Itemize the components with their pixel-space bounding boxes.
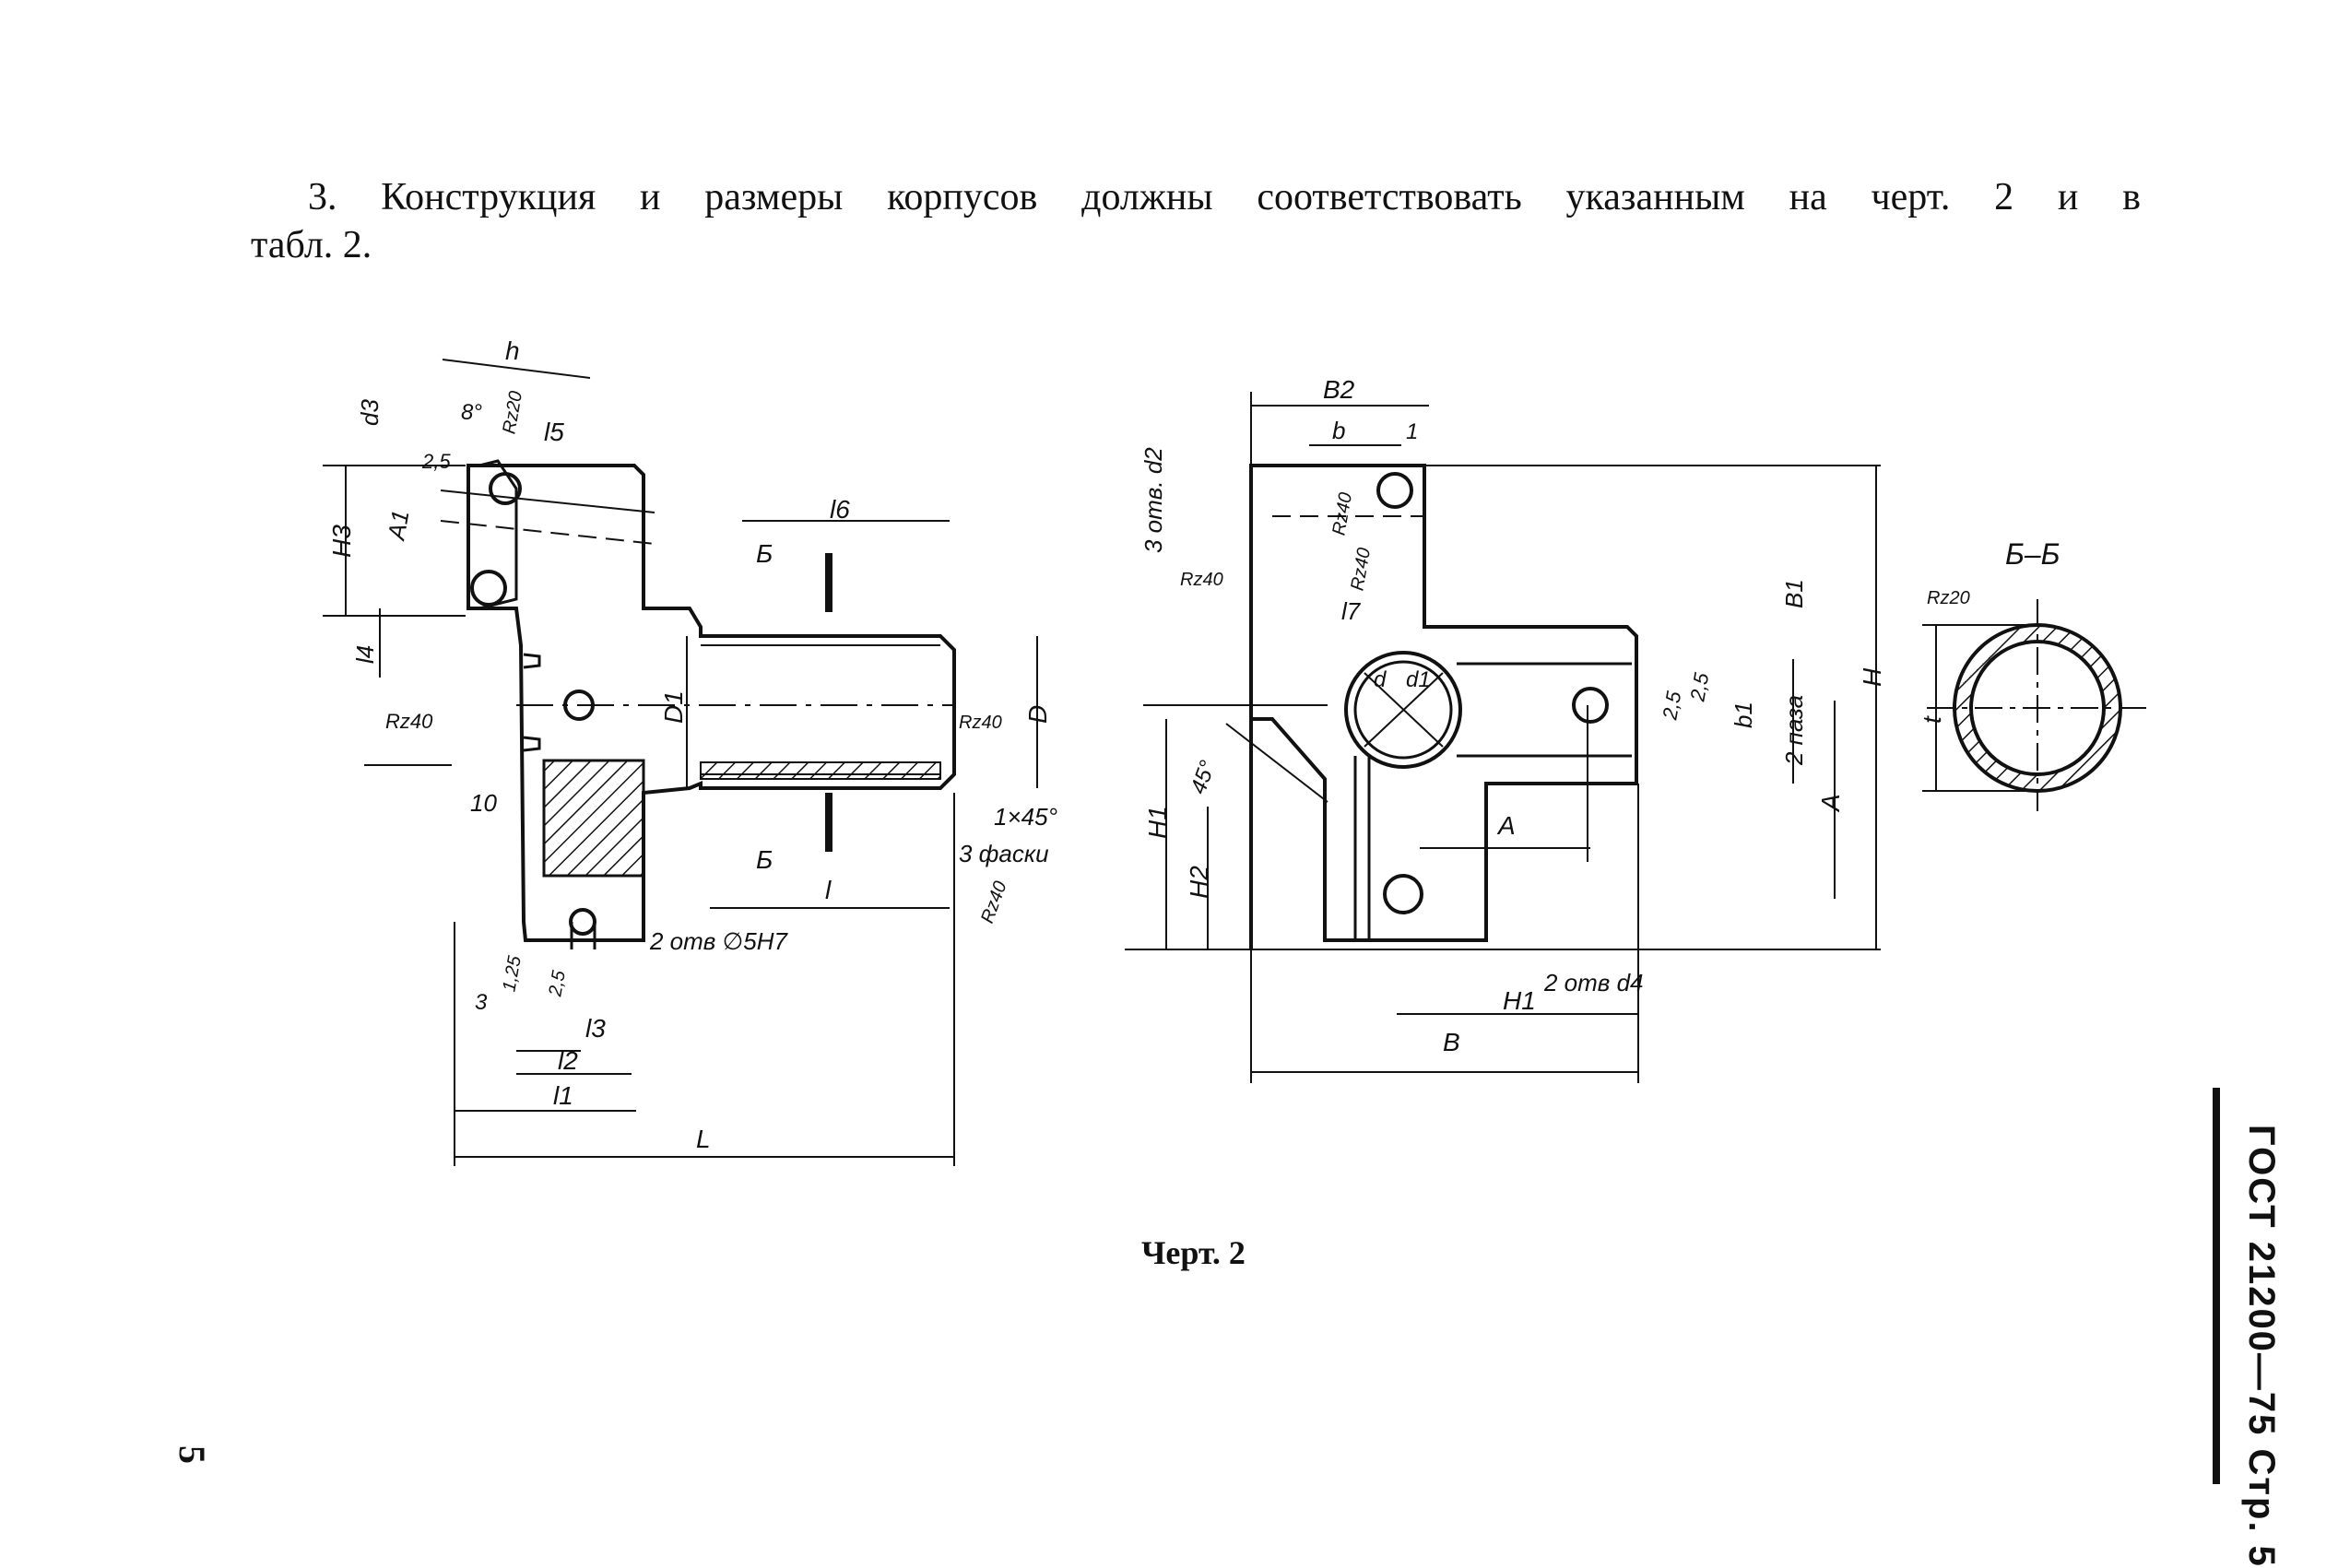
label-125: 1,25 xyxy=(499,953,525,993)
label-H1-bottom: H1 xyxy=(1503,986,1536,1015)
label-25-r1: 2,5 xyxy=(1658,689,1685,722)
label-A1: A1 xyxy=(382,508,414,544)
label-l7: l7 xyxy=(1341,597,1362,625)
label-l1: l1 xyxy=(553,1081,573,1110)
label-d1: d1 xyxy=(1406,667,1431,692)
label-D1: D1 xyxy=(659,690,688,724)
label-H3: H3 xyxy=(327,525,356,558)
label-l3: l3 xyxy=(585,1014,606,1043)
label-B1: B1 xyxy=(1780,579,1808,608)
right-view xyxy=(1249,464,1638,949)
paragraph-line-2: табл. 2. xyxy=(251,224,372,266)
label-25-bottom: 2,5 xyxy=(545,968,570,998)
label-45deg: 45° xyxy=(1186,757,1221,797)
side-header: ГОСТ 21200—75 Стр. 5 xyxy=(2241,1125,2282,1568)
label-chamfer: 1×45° xyxy=(994,803,1057,831)
label-L: L xyxy=(696,1125,711,1153)
label-H1-left: H1 xyxy=(1143,806,1172,839)
side-rule xyxy=(2213,1088,2257,1484)
label-rz40-r1: Rz40 xyxy=(1328,491,1356,537)
label-2holes-d4: 2 отв d4 xyxy=(1543,969,1644,996)
label-H: H xyxy=(1858,667,1886,687)
label-A-right: A xyxy=(1816,794,1845,813)
label-rz20-section: Rz20 xyxy=(1927,588,1970,608)
left-view xyxy=(440,459,956,949)
label-1: 1 xyxy=(1406,419,1418,444)
paragraph: 3. Конструкция и размеры корпусов должны… xyxy=(251,173,2141,269)
label-2-grooves: 2 паза xyxy=(1780,695,1808,766)
label-B2: B2 xyxy=(1323,375,1355,404)
label-rz40-r2: Rz40 xyxy=(1180,570,1223,590)
left-hatched-tube xyxy=(700,761,941,780)
label-H2: H2 xyxy=(1185,866,1213,899)
left-dimensions xyxy=(323,359,1038,1166)
label-t: t xyxy=(1918,715,1946,724)
paragraph-line-1: 3. Конструкция и размеры корпусов должны… xyxy=(308,176,2141,218)
label-rz40-left: Rz40 xyxy=(385,710,433,733)
right-dimensions xyxy=(1125,392,1881,1083)
page-number: 5 xyxy=(171,1445,213,1464)
left-hatched-section xyxy=(542,759,645,878)
label-l: l xyxy=(825,876,832,904)
label-8deg: 8° xyxy=(461,400,482,425)
label-l4: l4 xyxy=(351,645,379,664)
label-rz20-left: Rz20 xyxy=(499,390,526,436)
label-l5: l5 xyxy=(544,418,564,446)
label-b1: b1 xyxy=(1730,701,1757,728)
label-3: 3 xyxy=(475,990,488,1015)
label-B-width: B xyxy=(1443,1028,1460,1056)
label-l6: l6 xyxy=(830,495,850,524)
label-rz40-tube: Rz40 xyxy=(959,713,1002,733)
label-h: h xyxy=(505,336,520,365)
label-2holes-5h7: 2 отв ∅5Н7 xyxy=(649,927,788,955)
label-25-left: 2,5 xyxy=(421,450,451,473)
label-d: d xyxy=(1374,667,1387,692)
label-rz40-bottom: Rz40 xyxy=(977,878,1011,925)
technical-drawing: h d3 8° Rz20 l5 2,5 H3 A1 l4 l6 Б D1 D R… xyxy=(323,336,2148,1166)
drawing-labels: h d3 8° Rz20 l5 2,5 H3 A1 l4 l6 Б D1 D R… xyxy=(327,336,2060,1153)
label-25-r2: 2,5 xyxy=(1685,670,1713,703)
label-A-inner: A xyxy=(1496,811,1516,840)
label-b-bottom: Б xyxy=(756,845,773,874)
label-l2: l2 xyxy=(558,1046,578,1075)
label-rz40-r3: Rz40 xyxy=(1347,547,1375,593)
label-3-chamfers: 3 фаски xyxy=(959,840,1049,867)
label-b-top: Б xyxy=(756,539,773,568)
label-3holes-d2: 3 отв. d2 xyxy=(1139,447,1167,553)
label-D: D xyxy=(1023,705,1052,724)
label-section: Б–Б xyxy=(2005,537,2060,571)
label-10: 10 xyxy=(470,789,497,817)
label-d3: d3 xyxy=(356,399,384,426)
figure-caption: Черт. 2 xyxy=(1141,1234,1246,1271)
label-b: b xyxy=(1332,417,1345,444)
